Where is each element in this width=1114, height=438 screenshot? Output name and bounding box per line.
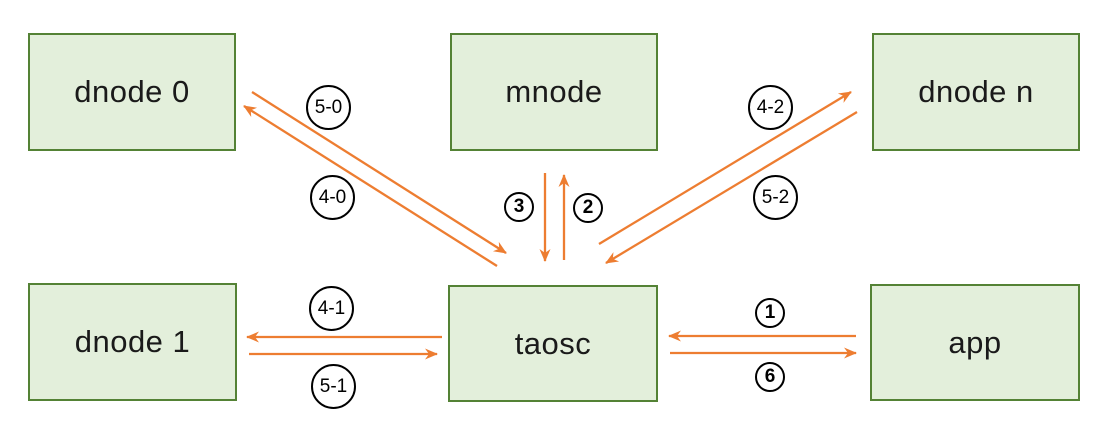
edge-label-4-2: 4-2 bbox=[748, 85, 793, 130]
edge-label-5-0: 5-0 bbox=[306, 85, 351, 130]
node-dnode0: dnode 0 bbox=[28, 33, 236, 151]
edge-label-4-0: 4-0 bbox=[310, 175, 355, 220]
edge-label-3: 3 bbox=[504, 192, 534, 222]
edge-label-6: 6 bbox=[755, 362, 785, 392]
edge-label-1: 1 bbox=[755, 298, 785, 328]
arrow-taosc-to-dnoden bbox=[598, 91, 852, 245]
node-dnoden: dnode n bbox=[872, 33, 1080, 151]
arrow-dnode0-to-taosc bbox=[251, 91, 507, 254]
arrow-taosc-to-dnode0 bbox=[243, 105, 498, 267]
arrow-dnoden-to-taosc bbox=[605, 111, 858, 264]
node-dnode1: dnode 1 bbox=[28, 283, 237, 401]
edge-label-5-2: 5-2 bbox=[753, 175, 798, 220]
node-app: app bbox=[870, 284, 1080, 401]
edge-label-4-1: 4-1 bbox=[309, 286, 354, 331]
edge-label-5-1: 5-1 bbox=[311, 364, 356, 409]
node-mnode: mnode bbox=[450, 33, 658, 151]
node-taosc: taosc bbox=[448, 285, 658, 402]
edge-label-2: 2 bbox=[573, 193, 603, 223]
